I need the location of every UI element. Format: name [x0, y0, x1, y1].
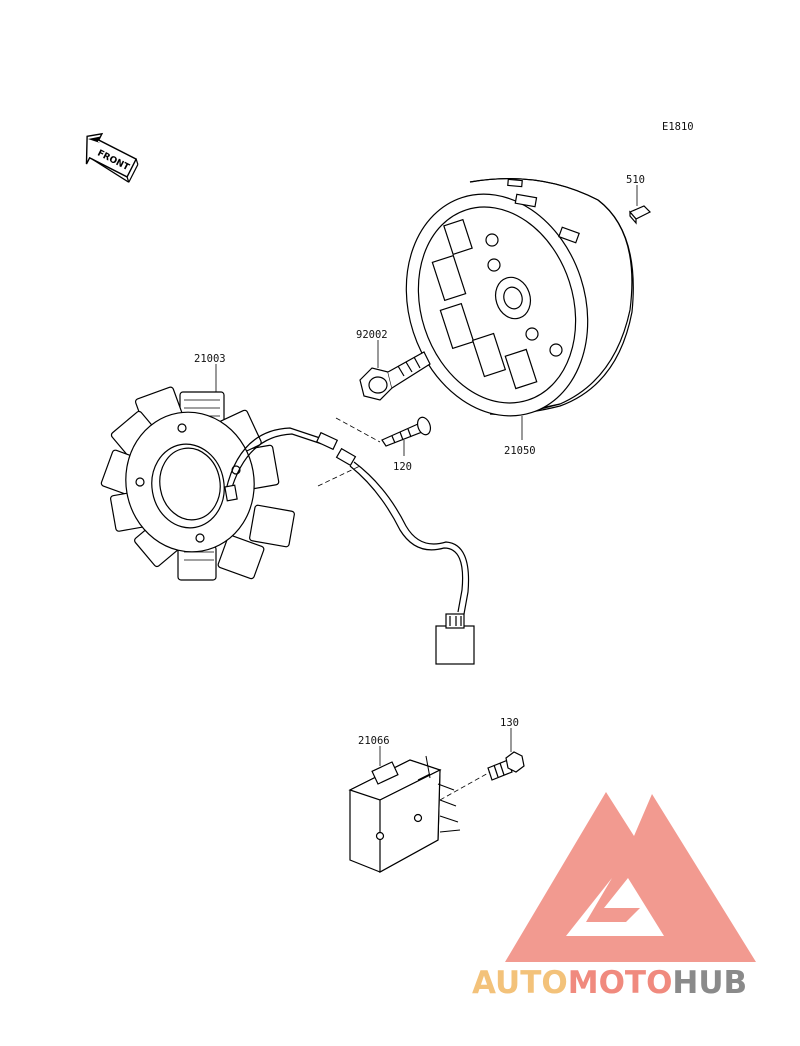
part-callout-92002: 92002 [356, 329, 388, 341]
diagram-code: E1810 [662, 121, 694, 133]
rotor-flywheel-21050 [405, 178, 634, 417]
bolt-92002 [359, 351, 431, 401]
part-callout-130: 130 [500, 717, 519, 729]
logo-hub: HUB [672, 965, 747, 1001]
logo-moto: MOTO [568, 965, 673, 1001]
part-callout-21066: 21066 [358, 735, 390, 747]
logo-auto: AUTO [472, 965, 568, 1001]
stator-21003 [100, 386, 295, 581]
logo-triangle-mark [505, 792, 756, 962]
part-callout-120: 120 [393, 461, 412, 473]
bolt-130 [487, 751, 525, 781]
front-arrow-icon: FRONT [85, 132, 139, 183]
part-callout-21003: 21003 [194, 353, 226, 365]
leader-lines [215, 185, 638, 801]
regulator-rectifier-21066 [348, 755, 461, 874]
part-callout-510: 510 [626, 174, 645, 186]
logo-text: AUTOMOTOHUB [472, 965, 747, 1001]
woodruff-key-510 [629, 205, 652, 225]
screw-120 [381, 416, 432, 447]
wiring-harness [224, 427, 475, 665]
part-callout-21050: 21050 [504, 445, 536, 457]
brand-logo: AUTOMOTOHUB [472, 792, 756, 1001]
